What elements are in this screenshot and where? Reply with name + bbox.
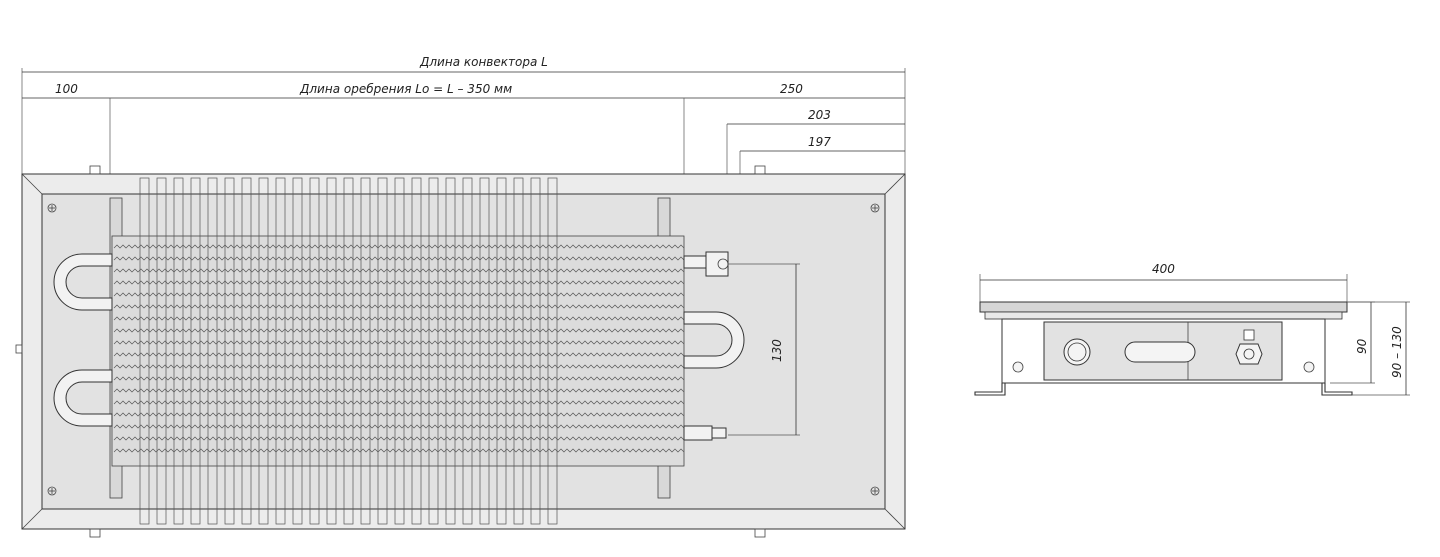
grille-bars bbox=[139, 177, 558, 525]
label-dim-130: 130 bbox=[770, 339, 784, 362]
label-dim-90-130: 90 – 130 bbox=[1390, 326, 1404, 378]
side-section-view: 400 90 bbox=[974, 262, 1410, 396]
label-convector-length: Длина конвектора L bbox=[419, 55, 548, 69]
label-fin-length: Длина оребрения Lo = L – 350 мм bbox=[299, 82, 512, 96]
label-dim-197: 197 bbox=[808, 135, 831, 149]
label-dim-250: 250 bbox=[780, 82, 803, 96]
u-bend-pipes-left bbox=[53, 253, 113, 427]
valve-fitting-icon bbox=[1235, 329, 1263, 365]
pipe-outlet-icon bbox=[1063, 338, 1091, 366]
heat-exchanger-fins bbox=[113, 244, 685, 453]
label-dim-90: 90 bbox=[1355, 338, 1369, 354]
top-view: 130 bbox=[15, 165, 906, 538]
label-dim-203: 203 bbox=[808, 108, 831, 122]
label-dim-100: 100 bbox=[55, 82, 78, 96]
dimensions-top-view: Длина конвектора L 100 Длина оребрения L… bbox=[21, 55, 906, 500]
label-dim-400: 400 bbox=[1152, 262, 1175, 276]
screw-icon bbox=[47, 203, 880, 496]
u-bend-pipe-right bbox=[683, 311, 745, 369]
